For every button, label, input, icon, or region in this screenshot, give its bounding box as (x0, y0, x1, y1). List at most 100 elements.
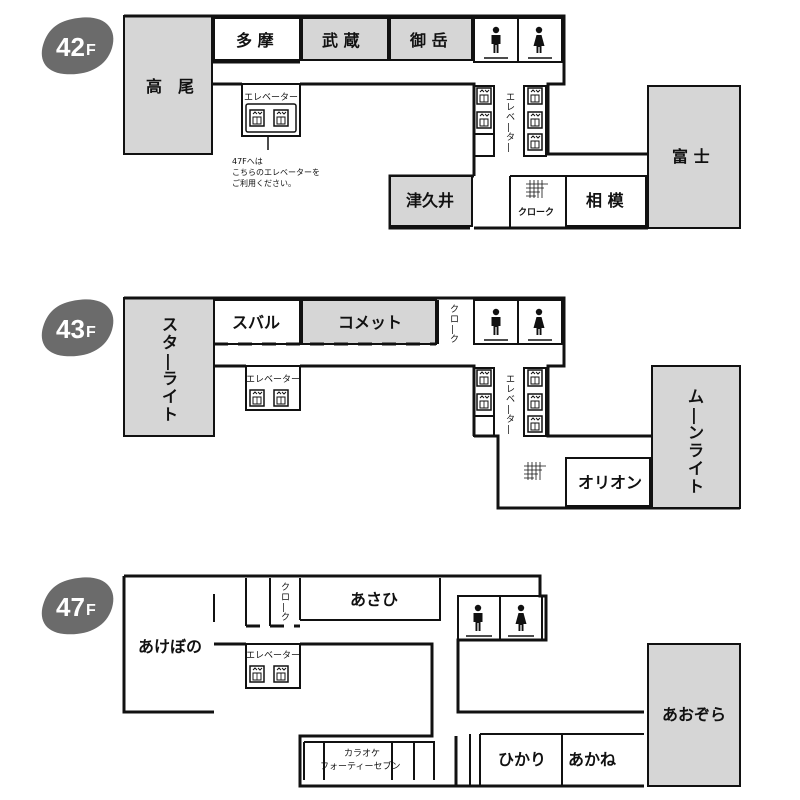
badge-number: 42 (56, 32, 85, 62)
char: ス (162, 315, 178, 334)
cloak-label: クローク (518, 207, 554, 218)
char: | (507, 123, 510, 133)
room-label: あかね (568, 750, 616, 769)
room-akane[interactable] (564, 736, 644, 784)
char: ク (281, 612, 290, 623)
char: ト (688, 477, 704, 496)
elevator-label: エレベーター (246, 374, 300, 385)
badge-number: 43 (56, 314, 85, 344)
room-subaru[interactable] (213, 299, 301, 345)
elevator-icon (527, 87, 543, 105)
room-hikari[interactable] (482, 736, 560, 784)
char: ベ (506, 113, 515, 123)
elevator-icon (476, 393, 492, 411)
room-orion[interactable] (565, 457, 651, 507)
room-label: あおぞら (662, 705, 726, 724)
female-restroom-icon (533, 308, 545, 335)
char: タ (506, 132, 515, 143)
room-karaoke[interactable]: カラオケ フォーティーセブン (320, 748, 400, 772)
char: ム (688, 387, 704, 406)
elevator-icon (527, 111, 543, 129)
badge-unit: F (86, 324, 96, 341)
room-label: 富 士 (672, 147, 710, 166)
badge-unit: F (86, 42, 96, 59)
char: ベ (506, 395, 515, 405)
room-label-vertical: ム | ン ラ イ ト (688, 387, 704, 496)
char: ク (450, 304, 459, 315)
elevator-icon (527, 133, 543, 151)
note-line: こちらのエレベーターを (232, 168, 320, 177)
cloak-label-vertical: ク ロ | ク (450, 304, 459, 345)
elevator-icon (527, 369, 543, 387)
room-label: スバル (232, 313, 280, 332)
char: ロ (281, 593, 290, 603)
female-restroom-icon (515, 604, 527, 631)
char: | (451, 325, 454, 335)
room-fuji[interactable] (647, 85, 741, 229)
room-moonlight[interactable] (651, 365, 741, 509)
note-line: ご利用ください。 (232, 178, 296, 188)
elevator-icon (273, 389, 289, 407)
room-label: フォーティーセブン (320, 760, 400, 772)
room-tama[interactable] (213, 17, 301, 61)
room-tsukui[interactable] (389, 175, 473, 227)
room-aozora[interactable] (647, 643, 741, 787)
char: | (507, 425, 510, 435)
elevator-icon (249, 665, 265, 683)
elevator-icon (273, 665, 289, 683)
room-label: 御 岳 (409, 31, 448, 50)
elevator-vertical-label: エ レ ベ | タ | (506, 375, 515, 435)
room-asahi[interactable] (302, 580, 438, 618)
char: タ (506, 414, 515, 425)
char: | (507, 405, 510, 415)
char: タ (162, 333, 178, 352)
room-takao[interactable] (123, 15, 213, 155)
room-label: ひかり (498, 750, 546, 769)
room-label: 多 摩 (236, 31, 274, 50)
char: エ (506, 375, 515, 385)
stairs-icon (525, 179, 549, 199)
cloak-label-vertical: ク ロ | ク (281, 582, 290, 623)
char: ラ (688, 441, 704, 460)
room-label-vertical: ス タ | ラ イ ト (162, 315, 178, 424)
room-musashi[interactable] (301, 17, 389, 61)
room-label: 武 蔵 (322, 31, 360, 50)
elevator-label: エレベーター (246, 650, 300, 661)
char: | (282, 603, 285, 613)
char: ク (281, 582, 290, 593)
elevator-icon (249, 389, 265, 407)
char: レ (506, 103, 515, 113)
room-label: 津久井 (406, 191, 454, 210)
char: ト (162, 405, 178, 424)
char: エ (506, 93, 515, 103)
char: ク (450, 334, 459, 345)
floor-badge-43: 43 F (41, 299, 114, 357)
room-label: コメット (338, 313, 402, 332)
elevator-icon (476, 87, 492, 105)
elevator-icon (273, 109, 289, 127)
char: | (507, 143, 510, 153)
elevator-icon (527, 415, 543, 433)
female-restroom-icon (533, 26, 545, 53)
floor-42: 42 F 高 尾 多 摩 武 蔵 御 岳 エレベーター 47Fへは こちらのエレ… (41, 14, 741, 230)
badge-unit: F (86, 602, 96, 619)
room-label: オリオン (578, 473, 642, 492)
room-label: 相 模 (586, 191, 625, 210)
room-label: カラオケ (344, 748, 380, 759)
char: イ (688, 459, 704, 478)
room-mitake[interactable] (389, 17, 473, 61)
male-restroom-icon (491, 26, 501, 53)
char: ロ (450, 315, 459, 325)
male-restroom-icon (491, 308, 501, 335)
elevator-icon (476, 369, 492, 387)
elevator-label: エレベーター (244, 92, 298, 103)
elevator-icon (476, 111, 492, 129)
badge-number: 47 (56, 592, 85, 622)
room-sagami[interactable] (565, 175, 647, 227)
note-line: 47Fへは (232, 157, 263, 166)
room-label: 高 尾 (146, 77, 194, 96)
floor-badge-42: 42 F (41, 17, 114, 75)
room-comet[interactable] (301, 299, 437, 345)
room-starlight[interactable] (123, 297, 215, 437)
